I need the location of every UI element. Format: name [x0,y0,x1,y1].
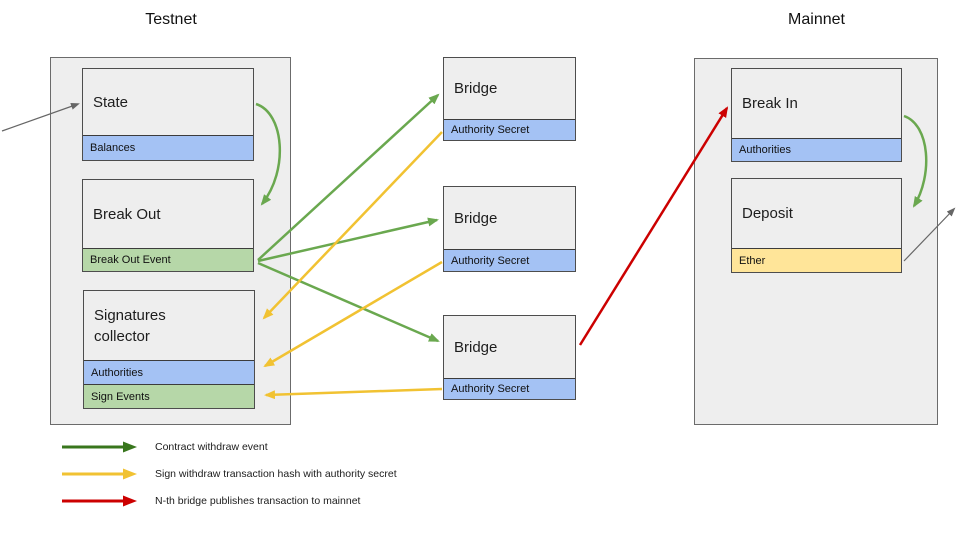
legend-label-sign-withdraw: Sign withdraw transaction hash with auth… [155,468,397,480]
entity-signatures-collector: Signatures collector Authorities Sign Ev… [83,290,255,409]
yellow-arrow-bridge-3-to-sign-events [264,387,443,400]
entity-break-out: Break Out Break Out Event [82,179,254,272]
entity-break-in-title: Break In [742,95,798,112]
entity-break-in: Break In Authorities [731,68,902,162]
entity-signatures-row-authorities: Authorities [84,360,254,384]
entity-bridge-3-row-secret: Authority Secret [444,378,575,399]
entity-bridge-2-row-secret: Authority Secret [444,249,575,271]
legend-label-publish-mainnet: N-th bridge publishes transaction to mai… [155,495,361,507]
entity-bridge-1-row-secret: Authority Secret [444,119,575,140]
entity-bridge-2-title: Bridge [454,209,498,227]
entity-break-out-title: Break Out [93,205,161,223]
entity-state-title: State [93,93,129,111]
entity-state: State Balances [82,68,254,161]
entity-break-out-row-event: Break Out Event [83,248,253,271]
entity-signatures-row-sign-events: Sign Events [84,384,254,408]
legend-label-contract-withdraw: Contract withdraw event [155,441,268,453]
entity-bridge-2: Bridge Authority Secret [443,186,576,272]
entity-bridge-3: Bridge Authority Secret [443,315,576,400]
entity-deposit-row-ether: Ether [732,248,901,272]
entity-break-in-row-authorities: Authorities [732,138,901,161]
testnet-region-title: Testnet [145,11,197,28]
entity-deposit-title: Deposit [742,205,793,222]
entity-signatures-collector-title: Signatures collector [94,306,166,345]
entity-state-row-balances: Balances [83,135,253,160]
entity-bridge-3-title: Bridge [454,338,498,356]
yellow-arrow-bridge-2-to-authorities [263,260,443,368]
entity-bridge-1: Bridge Authority Secret [443,57,576,141]
mainnet-region-title: Mainnet [788,11,845,28]
entity-bridge-1-title: Bridge [454,80,498,97]
entity-deposit: Deposit Ether [731,178,902,273]
